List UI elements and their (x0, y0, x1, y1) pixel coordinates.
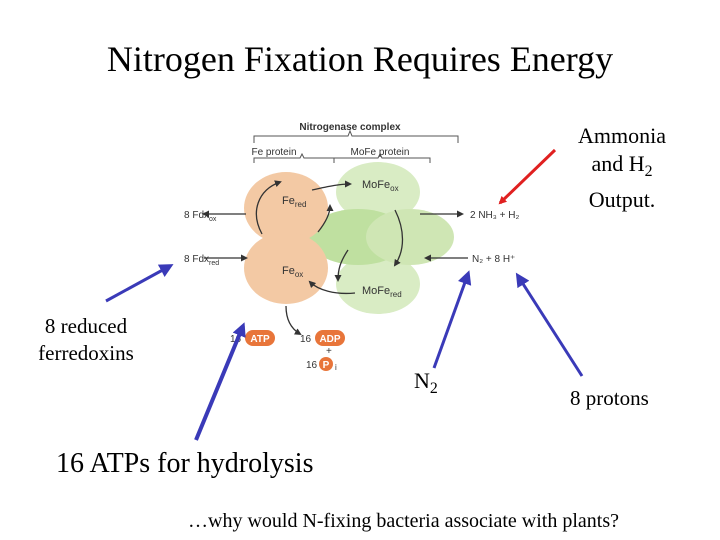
products-label: 2 NH₃ + H₂ (470, 210, 519, 221)
ammonia-arrow (500, 150, 555, 203)
ferredoxin-arrow (106, 266, 170, 301)
substrates-label: N₂ + 8 H⁺ (472, 254, 515, 265)
ferredoxins-label: 8 reduced ferredoxins (22, 313, 150, 367)
pi-sub: i (335, 363, 337, 372)
ammonia-output-label: Ammonia and H2 Output. (560, 122, 684, 214)
mofe-right-blob (366, 209, 454, 265)
complex-label: Nitrogenase complex (299, 122, 401, 133)
complex-bracket: Nitrogenase complex Fe protein MoFe prot… (251, 122, 458, 163)
question-caption: …why would N-fixing bacteria associate w… (188, 510, 619, 533)
fdx-ox-label: 8 Fdxox (184, 210, 217, 223)
adp-text: ADP (319, 334, 340, 345)
fe-protein-label: Fe protein (251, 147, 296, 158)
protein-shapes (244, 162, 454, 314)
fdx-red-label: 8 Fdxred (184, 254, 219, 267)
protons-arrow (518, 276, 582, 376)
plus-sign: + (326, 346, 332, 357)
atp-arrow (196, 326, 243, 440)
pi-text: P (323, 360, 330, 371)
pi-count: 16 (306, 360, 318, 371)
mofe-protein-label: MoFe protein (351, 147, 410, 158)
protons-label: 8 protons (570, 386, 649, 411)
atp-text: ATP (250, 334, 270, 345)
adp-count: 16 (300, 334, 312, 345)
atps-label: 16 ATPs for hydrolysis (56, 448, 313, 480)
n2-arrow (434, 274, 468, 368)
atp-hydrolysis: 16 ATP 16 ADP + 16 P i (230, 330, 345, 372)
n2-label: N2 (414, 368, 438, 398)
